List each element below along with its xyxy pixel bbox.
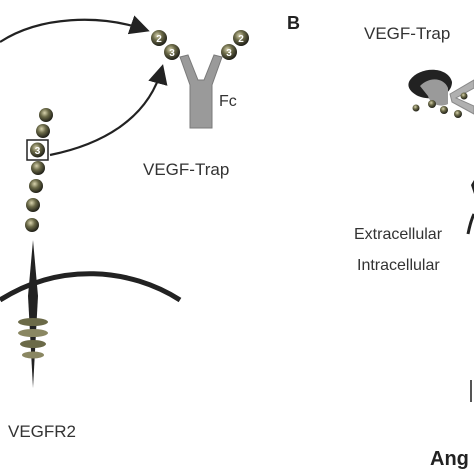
panel-b-vegf-trap-label: VEGF-Trap: [364, 24, 451, 43]
panel-b-bottom-label: Ang: [430, 448, 469, 470]
panel-b-arrow-fragment: [466, 213, 474, 235]
trap-domain-3-left-label: 3: [169, 48, 175, 59]
panel-b-mark: [471, 180, 474, 194]
cell-membrane: [0, 271, 182, 303]
boxed-domain-label: 3: [35, 146, 41, 157]
ig-domain: [454, 110, 462, 118]
vegf-trap-molecule: 2 3 2 3: [151, 30, 249, 129]
vegfr2-kinase-domains: [18, 318, 48, 359]
panel-b-letter: B: [287, 13, 300, 33]
ig-domain: [412, 104, 420, 112]
intracellular-label: Intracellular: [357, 257, 440, 274]
vegfr2-label: VEGFR2: [8, 422, 77, 441]
ig-domain: [39, 108, 53, 122]
arrow-from-domain-3: [49, 64, 168, 157]
fc-fragment-b: [449, 79, 474, 115]
trap-domain-3-right-label: 3: [226, 48, 232, 59]
ig-domain: [31, 161, 45, 175]
vegfr2-transmembrane-spike: [28, 240, 38, 388]
ig-domain: [25, 218, 39, 232]
trap-domain-2-right: [233, 30, 249, 46]
ig-domain: [440, 106, 448, 114]
ig-domain: [29, 179, 43, 193]
ig-domain: [460, 92, 468, 100]
domain-3-highlight-box: [26, 139, 49, 161]
trap-domain-3-right: [221, 44, 237, 60]
ig-domain-3: [30, 142, 45, 158]
panel-b-edge-mark: [470, 380, 472, 402]
ig-domain: [36, 124, 50, 138]
trap-domain-3-left: [164, 44, 180, 60]
fc-fragment: [179, 54, 223, 129]
trap-domain-2-left: [151, 30, 167, 46]
trap-domain-2-right-label: 2: [238, 34, 244, 45]
fc-label: Fc: [219, 93, 237, 110]
vegf-trap-label: VEGF-Trap: [143, 160, 230, 179]
trap-arm-gray: [420, 79, 448, 106]
ig-domain: [428, 100, 436, 108]
arrow-from-domain-2: [0, 15, 150, 43]
ig-domain: [26, 198, 40, 212]
trap-domain-2-left-label: 2: [156, 34, 162, 45]
extracellular-label: Extracellular: [354, 226, 443, 243]
vegfr2-ig-domain-chain: [25, 108, 53, 232]
vegf-trap-vegf-complex: [408, 69, 474, 118]
